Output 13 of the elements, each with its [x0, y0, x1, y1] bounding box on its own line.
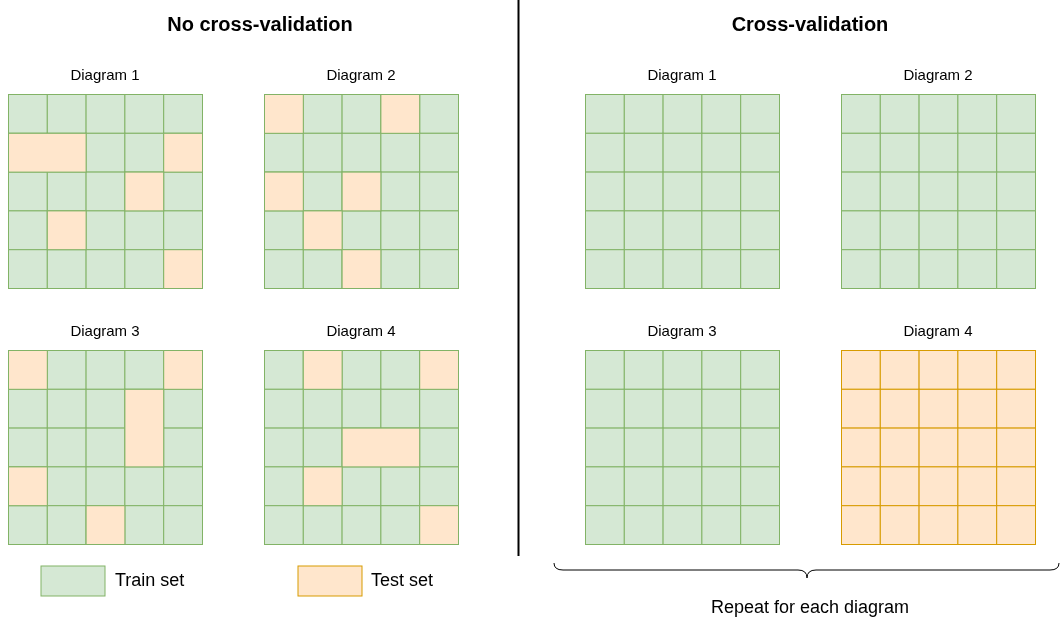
- grid-title: Diagram 1: [69, 66, 141, 83]
- legend-label: Test set: [371, 570, 434, 591]
- section-heading: Cross-validation: [730, 13, 890, 36]
- grid-title: Diagram 3: [646, 322, 718, 339]
- grid-title: Diagram 3: [69, 322, 141, 339]
- note-text: Repeat for each diagram: [709, 597, 911, 618]
- section-heading: No cross-validation: [166, 13, 354, 36]
- grid-title: Diagram 4: [902, 322, 974, 339]
- grid-title: Diagram 1: [646, 66, 718, 83]
- legend-label: Train set: [115, 570, 185, 591]
- grid-title: Diagram 4: [325, 322, 397, 339]
- grid-title: Diagram 2: [902, 66, 974, 83]
- grid-title: Diagram 2: [325, 66, 397, 83]
